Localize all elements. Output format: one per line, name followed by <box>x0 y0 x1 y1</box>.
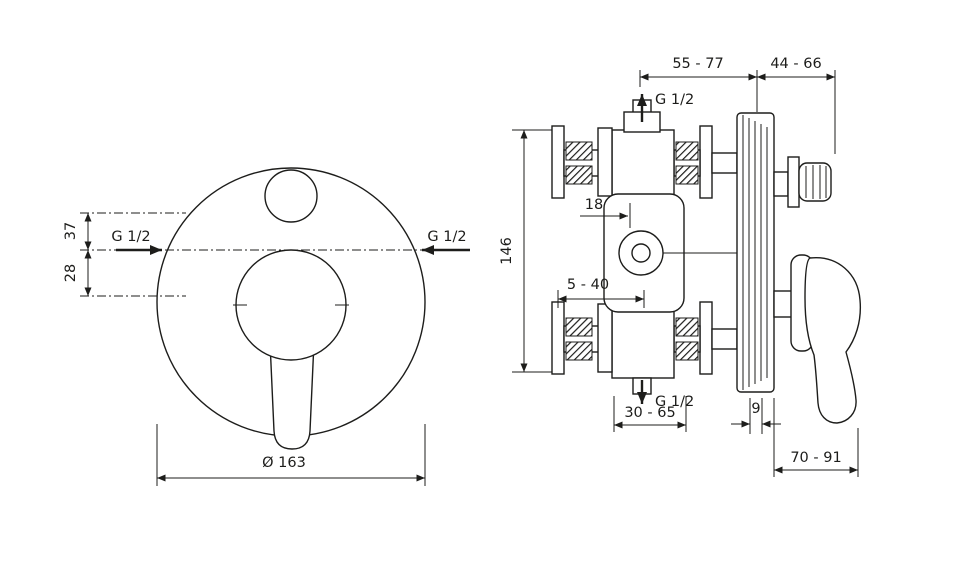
body-flange-top <box>597 127 613 197</box>
port-label-right: G 1/2 <box>427 229 466 245</box>
dim-label-diameter: Ø 163 <box>262 455 306 471</box>
diverter-barrel <box>798 162 832 202</box>
handle-spindle <box>773 290 793 318</box>
anchor-hatch <box>675 317 699 337</box>
dim-label-9: 9 <box>751 401 760 417</box>
valve-body <box>551 99 738 395</box>
dim-label-44-66: 44 - 66 <box>770 56 821 72</box>
dim-label-18: 18 <box>585 197 603 213</box>
pipe-stub-bottom <box>711 328 738 350</box>
dim-label-55-77: 55 - 77 <box>672 56 723 72</box>
diverter-button-circle <box>264 169 318 223</box>
side-view: 55 - 77 44 - 66 146 <box>499 56 862 477</box>
front-view: 37 28 G 1/2 G 1/2 Ø 163 <box>63 167 470 486</box>
anchor-hatch <box>565 317 593 337</box>
dim-label-37: 37 <box>63 222 79 240</box>
dim-label-70-91: 70 - 91 <box>790 450 841 466</box>
dim-label-146: 146 <box>499 237 515 265</box>
anchor-hatch <box>565 141 593 161</box>
anchor-hatch <box>565 165 593 185</box>
dim-label-5-40: 5 - 40 <box>567 277 609 293</box>
mount-bracket-bottom-right <box>699 301 713 375</box>
pipe-stub-top <box>711 152 738 174</box>
port-label-bottom: G 1/2 <box>655 394 694 410</box>
wall-plate <box>736 112 775 393</box>
anchor-hatch <box>675 165 699 185</box>
diverter-stem <box>773 171 789 197</box>
anchor-hatch <box>675 141 699 161</box>
dim-label-28: 28 <box>63 264 79 282</box>
anchor-hatch <box>675 341 699 361</box>
handle-side <box>773 254 862 424</box>
anchor-hatch <box>565 341 593 361</box>
port-label-left: G 1/2 <box>111 229 150 245</box>
mount-bracket-top-right <box>699 125 713 199</box>
mount-bracket-bottom-left <box>551 301 565 375</box>
diverter-knob-side <box>773 156 832 208</box>
diverter-disc <box>787 156 800 208</box>
port-label-top: G 1/2 <box>655 92 694 108</box>
body-flange-bottom <box>597 303 613 373</box>
dim-label-30-65: 30 - 65 <box>624 405 675 421</box>
handle-lever-side <box>804 257 862 424</box>
handle-hub-circle <box>235 249 347 361</box>
mount-bracket-top-left <box>551 125 565 199</box>
cartridge-inner-circle <box>631 243 651 263</box>
handle-lever-front <box>269 341 315 450</box>
